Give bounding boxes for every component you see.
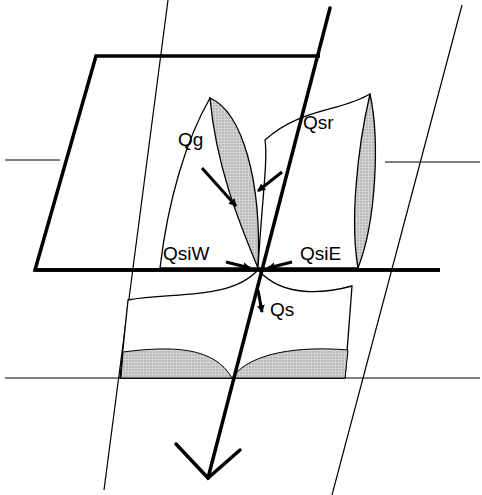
flow-label: Qsr [303,113,334,132]
flow-label: QsiW [163,244,209,263]
flow-label: Qs [270,300,294,319]
flow-label: QsiE [300,244,341,263]
flow-label: Qg [178,130,203,149]
